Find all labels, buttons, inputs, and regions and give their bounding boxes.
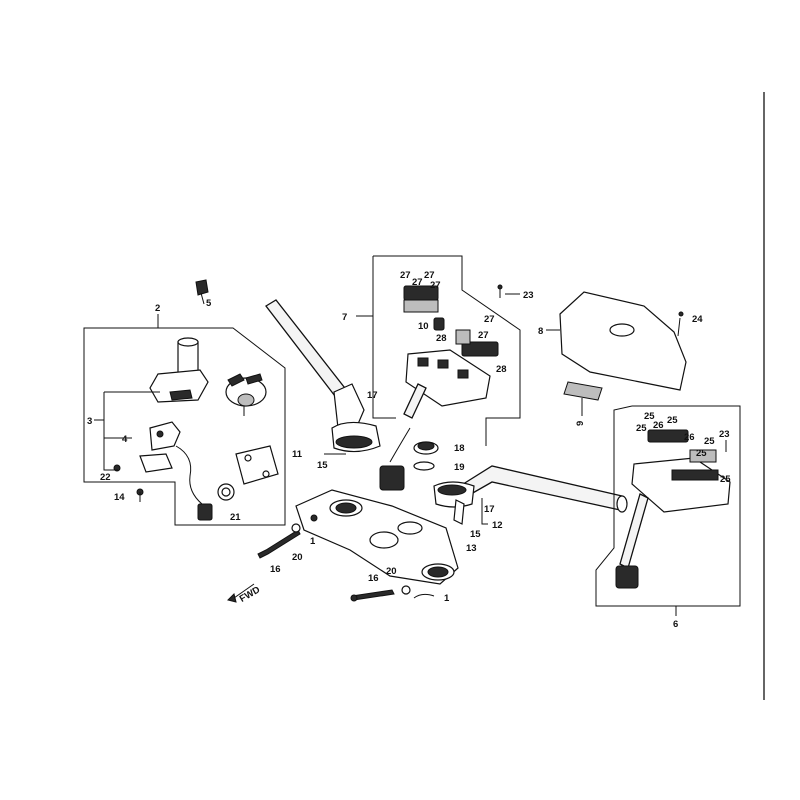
callout-8: 8 [538, 326, 543, 337]
callout-28b: 28 [496, 364, 507, 375]
callout-28a: 28 [436, 333, 447, 344]
callout-27b: 27 [412, 277, 423, 288]
left-handlebar [265, 299, 381, 455]
callout-27f: 27 [478, 330, 489, 341]
right-handlebar [433, 465, 628, 525]
callout-1a: 1 [310, 536, 316, 547]
callout-7: 7 [342, 312, 347, 323]
callout-11: 11 [292, 449, 303, 460]
callout-6: 6 [673, 619, 678, 630]
callout-15a: 15 [317, 460, 328, 471]
forward-arrow: FWD [227, 583, 262, 605]
callout-25b: 25 [667, 415, 678, 426]
callout-21: 21 [230, 512, 241, 523]
callout-25d: 25 [704, 436, 715, 447]
callout-20b: 20 [386, 566, 397, 577]
switch-cover [546, 291, 687, 416]
callout-2: 2 [155, 303, 160, 314]
callout-23a: 23 [523, 290, 534, 301]
callout-23b: 23 [719, 429, 730, 440]
ignition-switch-assembly [83, 279, 286, 526]
callout-labels: 2 3 4 5 22 14 21 7 27 27 27 27 27 27 10 … [87, 270, 731, 630]
fwd-label: FWD [238, 584, 262, 604]
callout-22: 22 [100, 472, 111, 483]
callout-12: 12 [492, 520, 503, 531]
callout-14: 14 [114, 492, 125, 503]
callout-24: 24 [692, 314, 703, 325]
callout-20a: 20 [292, 552, 303, 563]
callout-27c: 27 [424, 270, 435, 281]
callout-10: 10 [418, 321, 429, 332]
right-switch-assembly [356, 255, 521, 491]
callout-26a: 26 [653, 420, 664, 431]
callout-9: 9 [575, 421, 586, 426]
callout-27d: 27 [430, 280, 441, 291]
callout-27e: 27 [484, 314, 495, 325]
callout-16a: 16 [270, 564, 281, 575]
callout-25e: 25 [696, 448, 707, 459]
fork-top-bridge [295, 489, 459, 585]
callout-1b: 1 [444, 593, 450, 604]
callout-16b: 16 [368, 573, 379, 584]
callout-18: 18 [454, 443, 465, 454]
callout-26b: 26 [684, 432, 695, 443]
callout-17a: 17 [367, 390, 378, 401]
callout-25f: 25 [720, 474, 731, 485]
callout-3: 3 [87, 416, 92, 427]
callout-15b: 15 [470, 529, 481, 540]
callout-5: 5 [206, 298, 212, 309]
callout-17b: 17 [484, 504, 495, 515]
callout-25c: 25 [636, 423, 647, 434]
callout-25a: 25 [644, 411, 655, 422]
callout-13: 13 [466, 543, 477, 554]
mounting-bolts [257, 523, 435, 602]
callout-27a: 27 [400, 270, 411, 281]
handlebar-switch-assembly [595, 405, 741, 616]
callout-4: 4 [122, 434, 128, 445]
callout-19: 19 [454, 462, 465, 473]
